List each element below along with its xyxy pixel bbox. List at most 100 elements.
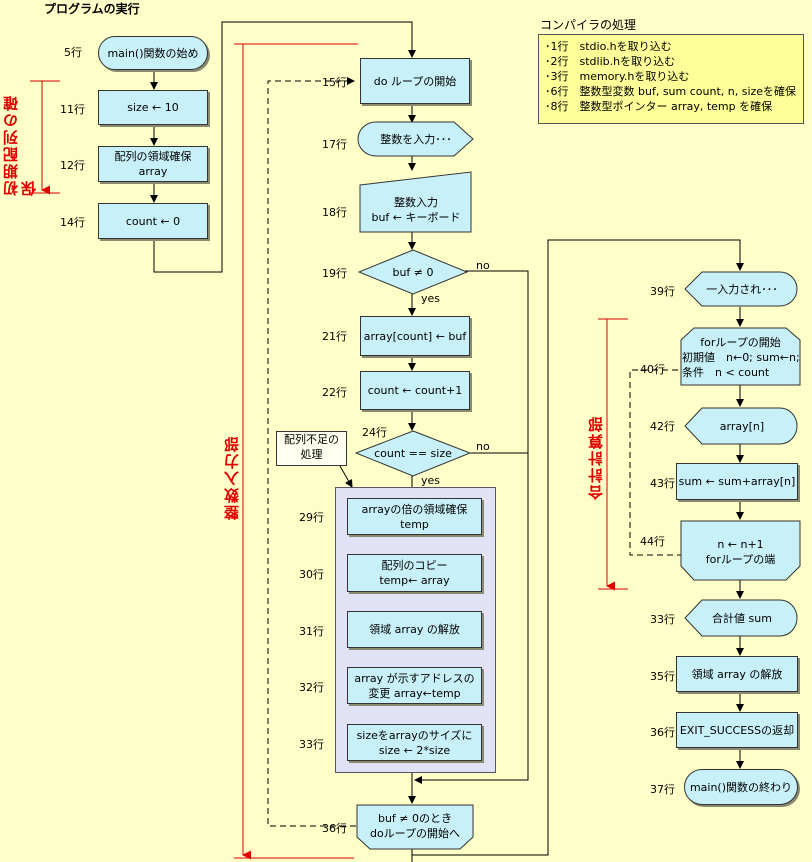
line-label: 17行 [322, 138, 347, 151]
program-execution-title: プログラムの実行 [44, 2, 140, 16]
node-for-start: forループの開始 初期値 n←0; sum←n; 条件 n < count [680, 330, 801, 384]
line-label: 43行 [650, 477, 675, 490]
node-text: 配列のコピー [381, 559, 448, 572]
node-resize: sizeをarrayのサイズに size ← 2*size [347, 724, 482, 761]
line-label: 42行 [650, 420, 675, 433]
node-for-end: n ← n+1 forループの端 [680, 530, 801, 574]
line-label: 15行 [322, 76, 347, 89]
node-count-init: count ← 0 [98, 203, 208, 239]
note-line: 配列不足の [284, 433, 339, 446]
node-text: 条件 n < count [682, 365, 770, 379]
line-label: 18行 [322, 206, 347, 219]
line-label: 22行 [322, 386, 347, 399]
node-text: forループの開始 [700, 335, 781, 349]
node-cond-size: count == size [374, 446, 452, 460]
node-free-array-2: 領域 array の解放 [676, 656, 798, 692]
node-free-array: 領域 array の解放 [347, 611, 482, 648]
node-assign-array: array[count] ← buf [360, 316, 470, 356]
node-input-done-shape [684, 271, 798, 307]
node-text: size ← 2*size [378, 743, 451, 757]
compiler-note-item: ･8行 整数型ポインター array, temp を確保 [545, 100, 773, 113]
note-array-shortage: 配列不足の 処理 [276, 431, 347, 466]
line-label: 21行 [322, 330, 347, 343]
line-label: 44行 [640, 535, 665, 548]
node-array-copy: 配列のコピー temp← array [347, 554, 482, 592]
node-text: arrayの倍の領域確保 [361, 502, 468, 516]
branch-label-yes: yes [421, 474, 441, 487]
line-label: 36行 [650, 726, 675, 739]
line-label: 29行 [299, 511, 324, 524]
node-text: doループの開始へ [369, 827, 461, 840]
node-text: sizeをarrayのサイズに [356, 728, 473, 742]
node-main-start: main()関数の始め [98, 36, 208, 70]
line-label: 12行 [60, 159, 85, 172]
line-label: 5行 [64, 46, 82, 59]
section-label-sum-part: 合計計算部 [587, 415, 605, 500]
line-label: 35行 [650, 670, 675, 683]
node-text: 整数入力 [394, 196, 438, 209]
node-for-end-shape [680, 520, 801, 581]
section-label-input-part: 整数入力部 [223, 435, 241, 520]
branch-label-no: no [476, 440, 490, 453]
node-output-array-shape [684, 407, 798, 445]
compiler-note-item: ･3行 memory.hを取り込む [545, 70, 690, 83]
node-text: buf ← キーボード [371, 211, 461, 224]
node-text: array が示すアドレスの [354, 671, 475, 685]
node-cond-buf: buf ≠ 0 [392, 265, 434, 279]
compiler-notes-box: ･1行 stdio.hを取り込む ･2行 stdlib.hを取り込む ･3行 m… [538, 34, 804, 124]
line-label: 30行 [299, 568, 324, 581]
line-label: 32行 [299, 681, 324, 694]
section-label-array-alloc: 初期配列の確保 [2, 86, 38, 196]
compiler-processing-title: コンパイラの処理 [540, 18, 637, 32]
node-input-done: 一入力され･･･ [706, 282, 778, 296]
node-return-exit: EXIT_SUCCESSの返却 [676, 712, 798, 748]
node-text: forループの端 [705, 553, 776, 566]
note-line: 処理 [300, 448, 323, 461]
node-sum-total: 合計値 sum [712, 611, 772, 625]
node-output-array: array[n] [719, 419, 765, 433]
node-sum-add: sum ← sum+array[n] [676, 463, 798, 500]
node-array-alloc: 配列の領域確保 array [98, 146, 208, 182]
line-label: 31行 [299, 625, 324, 638]
node-sum-total-shape [684, 599, 798, 637]
node-double-alloc: arrayの倍の領域確保 temp [347, 498, 482, 535]
line-label: 14行 [60, 216, 85, 229]
node-cond-size-shape [355, 430, 471, 477]
line-label: 11行 [60, 103, 85, 116]
line-label: 19行 [322, 267, 347, 280]
line-label: 24行 [362, 426, 387, 439]
node-size-init: size ← 10 [98, 90, 208, 125]
node-loop-end: buf ≠ 0のとき doループの開始へ [358, 806, 472, 846]
line-label: 36行 [322, 822, 347, 835]
node-manual-input: 整数入力 buf ← キーボード [360, 188, 472, 232]
node-text: n ← n+1 [717, 538, 764, 551]
node-main-end: main()関数の終わり [684, 769, 798, 805]
node-text: temp← array [379, 574, 450, 587]
branch-label-no: no [476, 259, 490, 272]
node-text: temp [400, 517, 429, 531]
node-count-inc: count ← count+1 [360, 371, 470, 410]
node-for-start-shape [680, 327, 801, 386]
compiler-note-item: ･2行 stdlib.hを取り込む [545, 55, 676, 68]
node-text: 配列の領域確保 [114, 150, 192, 163]
node-text: 初期値 n←0; sum←n; [682, 350, 800, 364]
node-input-prompt-shape [357, 121, 474, 157]
node-cond-buf-shape [358, 249, 468, 295]
node-loop-end-shape [356, 804, 474, 850]
node-text: buf ≠ 0のとき [377, 812, 453, 825]
compiler-note-item: ･1行 stdio.hを取り込む [545, 40, 672, 53]
node-input-prompt: 整数を入力･･･ [380, 132, 452, 146]
line-label: 39行 [650, 285, 675, 298]
node-text: array [138, 165, 168, 178]
node-reassign-array: array が示すアドレスの 変更 array←temp [347, 667, 482, 704]
node-manual-input-shape [359, 171, 472, 233]
branch-label-yes: yes [421, 292, 441, 305]
line-label: 37行 [650, 783, 675, 796]
line-label: 40行 [640, 363, 665, 376]
section-label-text: 初期配列の確保 [2, 94, 38, 196]
compiler-note-item: ･6行 整数型変数 buf, sum count, n, sizeを確保 [545, 85, 797, 98]
line-label: 33行 [650, 613, 675, 626]
line-label: 33行 [299, 738, 324, 751]
node-text: 変更 array←temp [368, 686, 461, 700]
node-do-loop-start: do ループの開始 [360, 58, 470, 104]
